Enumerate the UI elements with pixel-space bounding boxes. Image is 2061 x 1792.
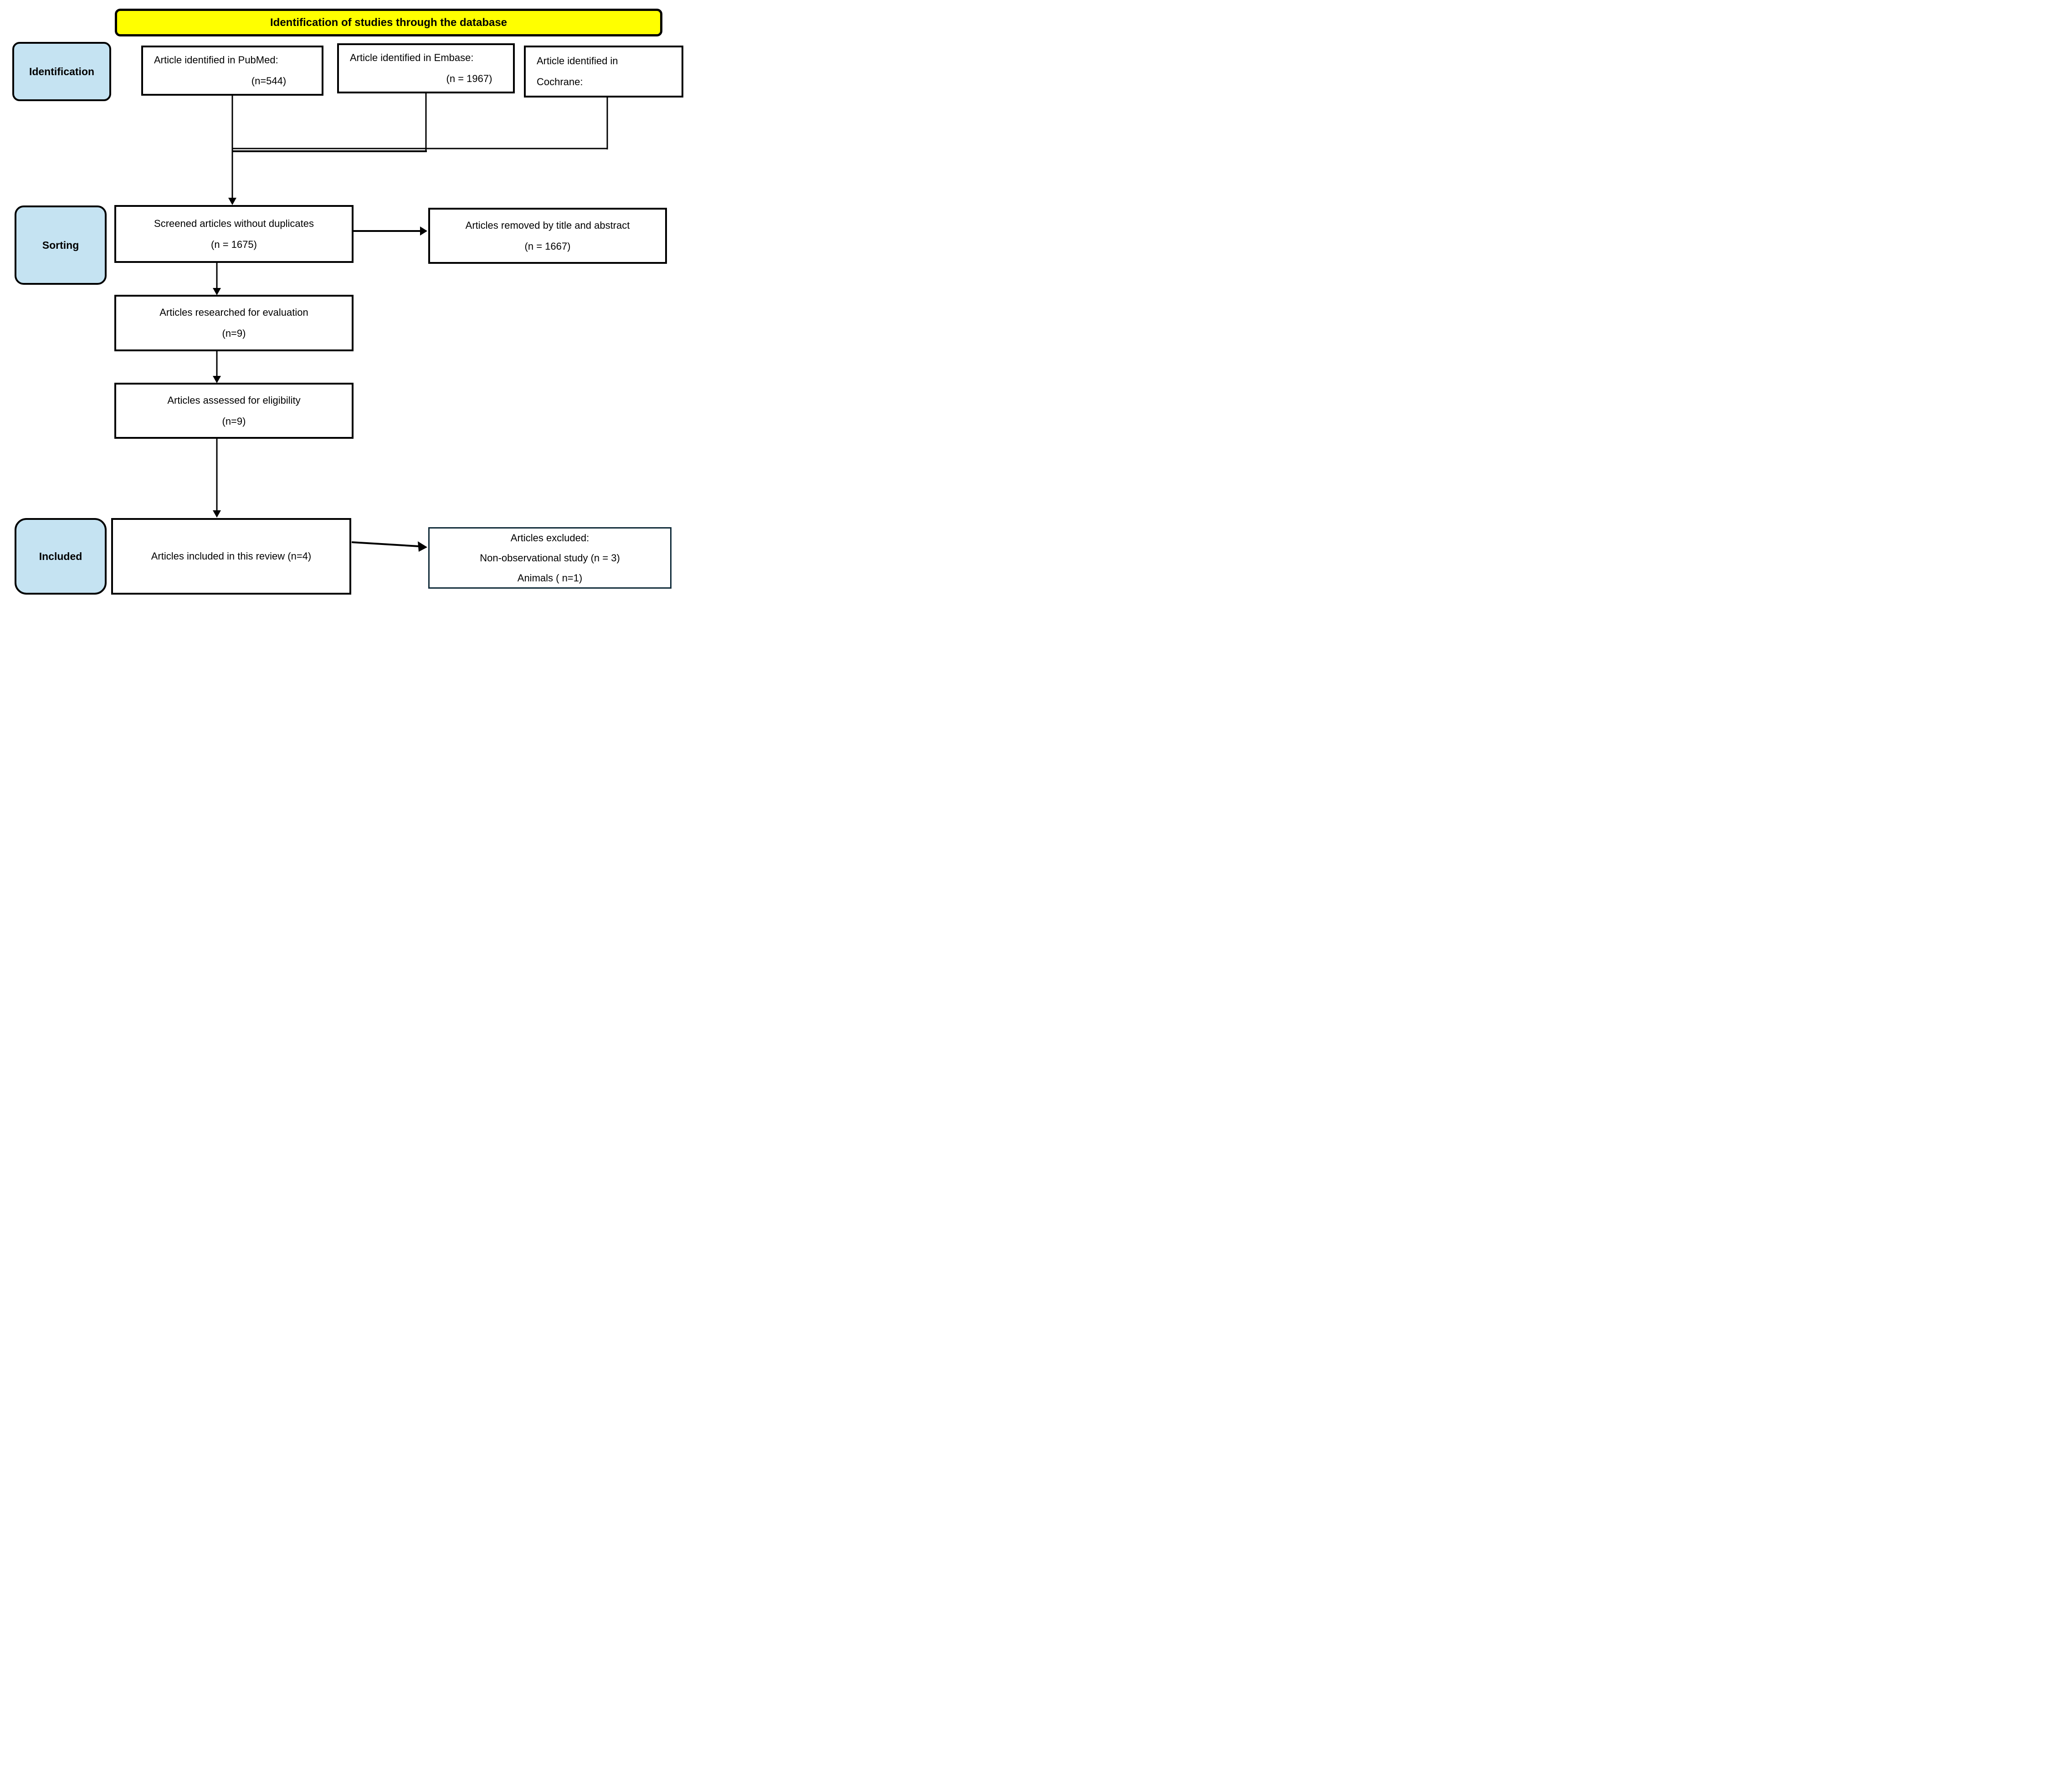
box-excluded-line2: Non-observational study (n = 3) <box>480 552 620 564</box>
stage-included: Included <box>15 518 107 595</box>
box-researched-count: (n=9) <box>222 328 246 339</box>
box-embase: Article identified in Embase: (n = 1967) <box>337 43 515 93</box>
box-embase-line1: Article identified in Embase: <box>350 52 474 63</box>
box-cochrane: Article identified in Cochrane: <box>524 46 683 98</box>
arrow-merge-to-screened <box>228 198 236 205</box>
box-excluded: Articles excluded: Non-observational stu… <box>428 527 672 589</box>
box-researched: Articles researched for evaluation (n=9) <box>114 295 354 351</box>
box-included-review: Articles included in this review (n=4) <box>111 518 351 595</box>
box-cochrane-line1: Article identified in <box>537 55 618 67</box>
arrow-assessed-to-review <box>213 439 221 518</box>
box-screened: Screened articles without duplicates (n … <box>114 205 354 263</box>
box-screened-line1: Screened articles without duplicates <box>154 217 314 229</box>
arrowhead-down-icon <box>213 288 221 295</box>
box-researched-line1: Articles researched for evaluation <box>159 307 308 318</box>
box-cochrane-line2: Cochrane: <box>537 76 583 87</box>
stage-included-label: Included <box>39 550 82 562</box>
prisma-flow-diagram: Identification of studies through the da… <box>0 0 687 597</box>
box-screened-count: (n = 1675) <box>211 238 257 250</box>
stage-sorting-label: Sorting <box>42 239 79 251</box>
box-pubmed-line1: Article identified in PubMed: <box>154 54 278 66</box>
box-embase-count: (n = 1967) <box>446 73 492 84</box>
box-assessed-count: (n=9) <box>222 415 246 427</box>
stage-identification-label: Identification <box>29 65 95 77</box>
header-banner: Identification of studies through the da… <box>115 9 662 36</box>
arrowhead-right-icon <box>418 541 427 552</box>
box-included-review-line1: Articles included in this review (n=4) <box>151 550 312 562</box>
box-removed: Articles removed by title and abstract (… <box>428 208 667 264</box>
arrow-researched-to-assessed <box>213 351 221 383</box>
header-title: Identification of studies through the da… <box>270 16 508 29</box>
box-excluded-line1: Articles excluded: <box>510 532 590 544</box>
arrow-screened-to-researched <box>213 263 221 295</box>
arrowhead-down-icon <box>213 376 221 383</box>
arrowhead-down-icon <box>228 198 236 205</box>
stage-identification: Identification <box>12 42 111 101</box>
box-pubmed: Article identified in PubMed: (n=544) <box>141 46 323 96</box>
stage-sorting: Sorting <box>15 205 107 285</box>
box-removed-line1: Articles removed by title and abstract <box>465 219 630 231</box>
connector-lines <box>213 93 608 552</box>
box-assessed: Articles assessed for eligibility (n=9) <box>114 383 354 439</box>
box-pubmed-count: (n=544) <box>251 75 287 87</box>
arrow-screened-to-removed <box>354 226 427 236</box>
arrow-review-to-excluded <box>351 541 427 552</box>
box-assessed-line1: Articles assessed for eligibility <box>167 394 301 406</box>
arrowhead-right-icon <box>420 226 427 236</box>
box-removed-count: (n = 1667) <box>524 240 571 252</box>
box-excluded-line3: Animals ( n=1) <box>517 572 583 584</box>
arrowhead-down-icon <box>213 510 221 518</box>
